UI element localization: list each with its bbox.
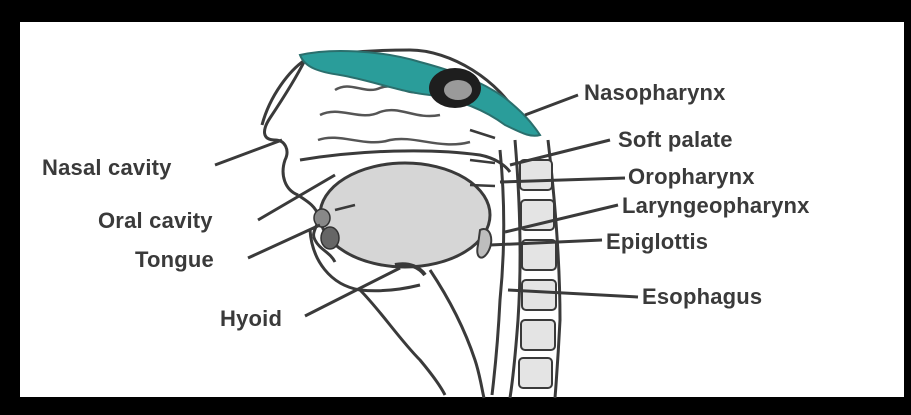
- leader-nasopharynx: [525, 95, 578, 115]
- larynx-tube: [430, 270, 484, 398]
- teeth-lower: [321, 227, 339, 249]
- airflow-arrow-2: [470, 160, 495, 163]
- epiglottis-shape: [477, 229, 491, 258]
- vertebra-4: [522, 280, 556, 310]
- label-oral-cavity: Oral cavity: [98, 208, 213, 234]
- leader-tongue: [248, 225, 320, 258]
- label-tongue: Tongue: [135, 247, 214, 273]
- airflow-arrow-1: [470, 130, 495, 138]
- vertebra-1: [520, 160, 552, 190]
- nasal-turbinate-lower: [318, 138, 470, 145]
- leader-soft-palate: [510, 140, 610, 165]
- neck-front: [360, 290, 445, 395]
- label-nasal-cavity: Nasal cavity: [42, 155, 172, 181]
- airflow-arrow-3: [470, 185, 495, 186]
- tongue-shape: [320, 163, 490, 267]
- teeth-upper: [314, 209, 330, 227]
- label-nasopharynx: Nasopharynx: [584, 80, 726, 106]
- label-laryngeopharynx: Laryngeopharynx: [622, 193, 810, 219]
- leader-hyoid: [305, 268, 400, 316]
- leader-nasal-cavity: [215, 140, 282, 165]
- label-hyoid: Hyoid: [220, 306, 282, 332]
- label-soft-palate: Soft palate: [618, 127, 733, 153]
- vertebra-6: [519, 358, 552, 388]
- label-oropharynx: Oropharynx: [628, 164, 755, 190]
- nasal-turbinate-middle: [320, 110, 440, 116]
- nasopharynx-region: [300, 51, 540, 136]
- label-esophagus: Esophagus: [642, 284, 762, 310]
- vertebra-5: [521, 320, 555, 350]
- label-epiglottis: Epiglottis: [606, 229, 708, 255]
- sphenoid-sinus-inner: [444, 80, 472, 100]
- spine-front: [510, 140, 520, 398]
